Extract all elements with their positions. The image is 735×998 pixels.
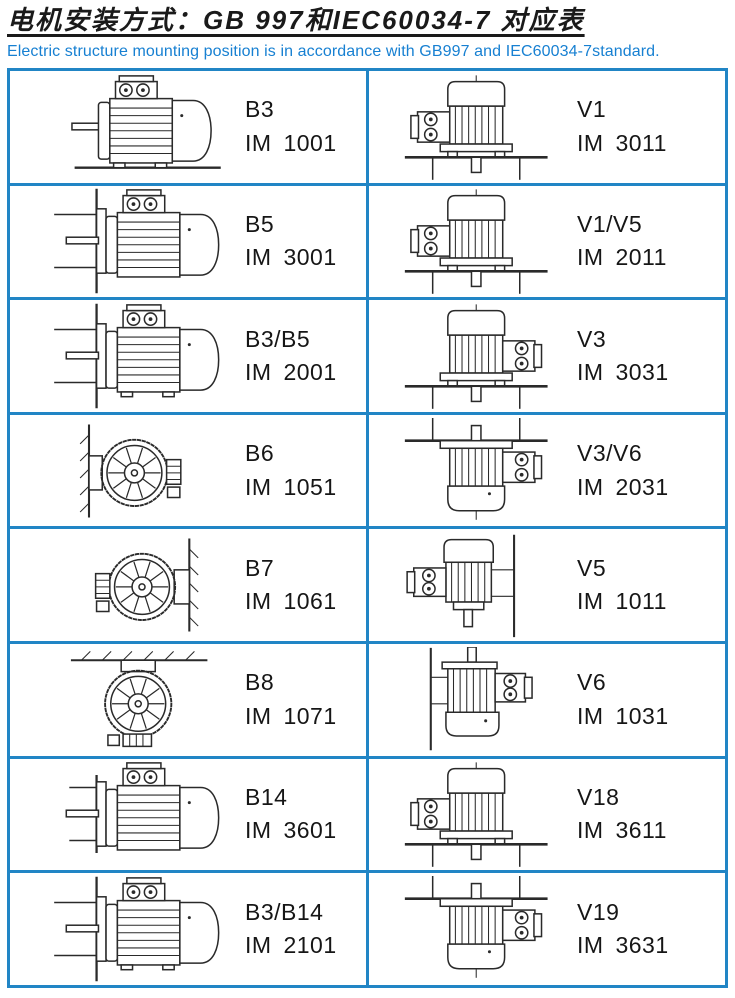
im-code: IM 1061 [245,588,337,615]
table-cell: V1 IM 3011 [369,70,725,183]
mounting-label: V18 IM 3611 [577,781,667,848]
mounting-label: B7 IM 1061 [245,552,337,619]
table-cell: V19 IM 3631 [369,873,725,985]
table-cell: V3/V6 IM 2031 [369,414,725,527]
im-code: IM 1051 [245,473,337,500]
im-code: IM 1011 [577,588,667,615]
motor-drawing-vert-platform-down-left [369,761,577,868]
im-code: IM 1001 [245,129,337,156]
motor-drawing-vert-ceiling-up [369,417,577,524]
position-code: V3 [577,325,607,352]
motor-drawing-horiz-flange [10,188,245,294]
mounting-label: V1/V5 IM 2011 [577,208,667,275]
im-code: IM 2101 [245,932,337,959]
position-code: B6 [245,440,275,467]
motor-drawing-vert-platform-down-left [369,188,577,295]
mounting-label: B14 IM 3601 [245,781,337,848]
mounting-table: B3 IM 1001 V1 IM 3011 B5 IM 3001 [7,67,728,988]
table-cell: V6 IM 1031 [369,644,725,756]
motor-drawing-horiz-feet-flange [10,876,245,982]
motor-drawing-vert-wall-down [369,532,577,638]
table-cell: V5 IM 1011 [369,529,725,642]
position-code: B14 [245,784,288,811]
position-code: B3/B5 [245,325,311,352]
motor-drawing-end-wall-left [10,418,245,524]
motor-drawing-vert-wall-up [369,646,577,753]
im-code: IM 2031 [577,473,669,500]
table-cell: B5 IM 3001 [10,185,366,298]
table-cell: B8 IM 1071 [10,644,366,756]
table-cell: V3 IM 3031 [369,300,725,412]
mounting-label: B3/B5 IM 2001 [245,323,337,390]
table-cell: B6 IM 1051 [10,414,366,527]
im-code: IM 3601 [245,817,337,844]
table-cell: B7 IM 1061 [10,529,366,642]
motor-drawing-horiz-feet-flange [10,303,245,409]
im-code: IM 3031 [577,358,669,385]
mounting-label: B3 IM 1001 [245,93,337,160]
im-code: IM 2011 [577,244,667,271]
mounting-label: V3 IM 3031 [577,323,669,390]
motor-drawing-horiz-flange-small [10,761,245,867]
page-subtitle: Electric structure mounting position is … [7,42,660,60]
mounting-label: V3/V6 IM 2031 [577,437,669,504]
position-code: V1/V5 [577,210,643,237]
motor-drawing-vert-platform-down-left [369,74,577,180]
position-code: B3/B14 [245,898,324,925]
position-code: V3/V6 [577,440,643,467]
im-code: IM 1071 [245,702,337,729]
mounting-label: V6 IM 1031 [577,666,669,733]
motor-drawing-vert-platform-down-right [369,303,577,409]
table-cell: B3/B14 IM 2101 [10,873,366,985]
motor-drawing-vert-ceiling-up [369,876,577,982]
mounting-label: V19 IM 3631 [577,896,669,963]
mounting-label: V5 IM 1011 [577,552,667,619]
position-code: V6 [577,669,607,696]
page-title: 电机安装方式：GB 997和IEC60034-7 对应表 [7,5,585,35]
im-code: IM 3001 [245,244,337,271]
motor-drawing-horiz-feet [10,74,245,180]
position-code: V5 [577,554,607,581]
mounting-label: B3/B14 IM 2101 [245,896,337,963]
position-code: B3 [245,96,275,123]
im-code: IM 3011 [577,129,667,156]
table-cell: V1/V5 IM 2011 [369,185,725,298]
position-code: B5 [245,210,275,237]
mounting-label: B6 IM 1051 [245,437,337,504]
motor-drawing-end-ceiling [10,647,245,753]
position-code: B7 [245,554,275,581]
table-cell: B3/B5 IM 2001 [10,300,366,412]
position-code: V1 [577,96,607,123]
im-code: IM 2001 [245,358,337,385]
mounting-label: B8 IM 1071 [245,666,337,733]
mounting-label: B5 IM 3001 [245,208,337,275]
motor-drawing-end-wall-right [10,532,245,638]
im-code: IM 3631 [577,932,669,959]
table-cell: B14 IM 3601 [10,758,366,871]
position-code: V18 [577,784,620,811]
table-cell: V18 IM 3611 [369,758,725,871]
im-code: IM 3611 [577,817,667,844]
position-code: B8 [245,669,275,696]
position-code: V19 [577,898,620,925]
im-code: IM 1031 [577,702,669,729]
table-cell: B3 IM 1001 [10,70,366,183]
mounting-label: V1 IM 3011 [577,93,667,160]
